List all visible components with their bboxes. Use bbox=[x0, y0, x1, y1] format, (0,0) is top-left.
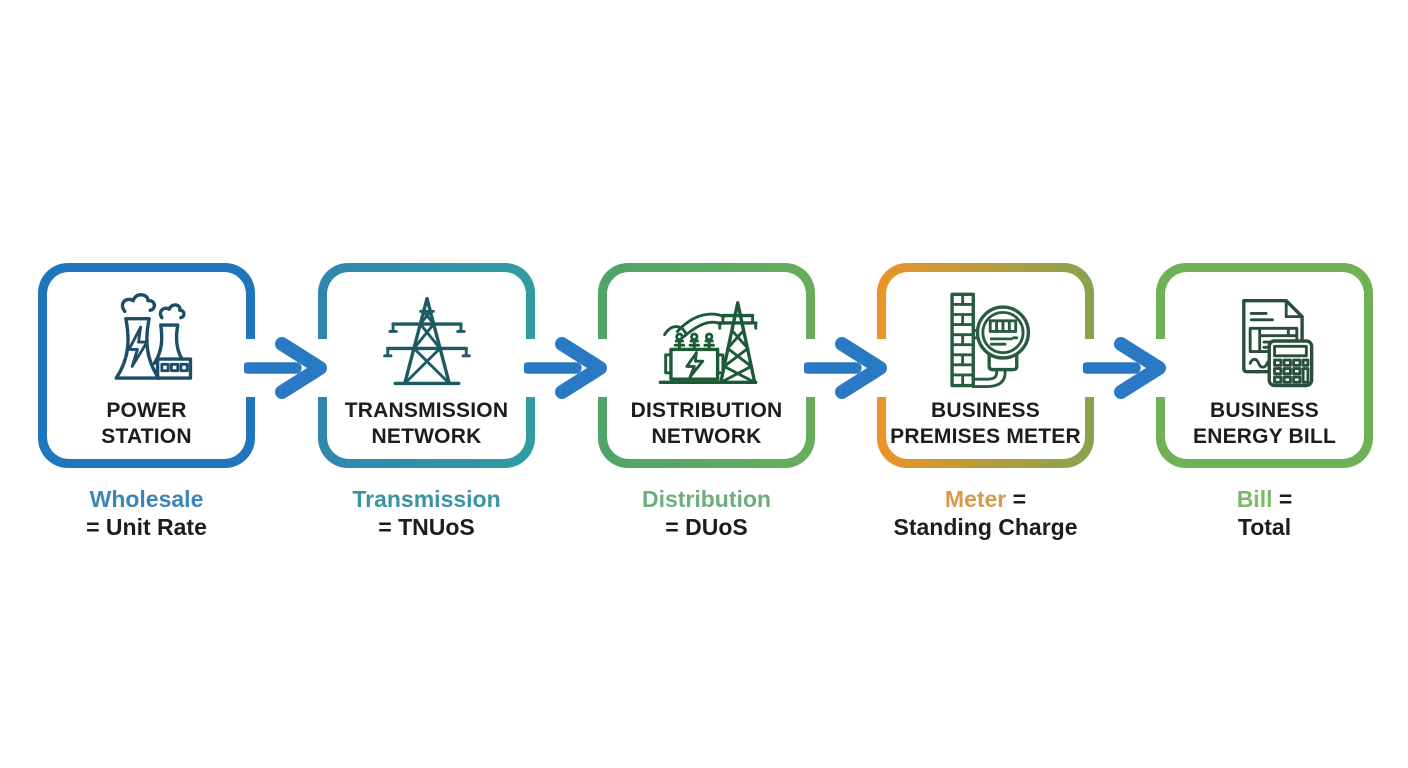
distribution-network-title: DISTRIBUTION NETWORK bbox=[631, 398, 783, 450]
power-station-title: POWER STATION bbox=[101, 398, 191, 450]
title-line-1: BUSINESS bbox=[1210, 399, 1319, 422]
distribution-network-box-inner: DISTRIBUTION NETWORK bbox=[607, 272, 806, 459]
title-line-2: PREMISES METER bbox=[890, 425, 1081, 448]
step-transmission-network: TRANSMISSION NETWORK Transmission = TNUo… bbox=[315, 0, 538, 768]
step-business-premises-meter: BUSINESS PREMISES METER Meter = Standing… bbox=[874, 0, 1097, 768]
transmission-network-caption: Transmission = TNUoS bbox=[277, 485, 577, 541]
power-station-icon bbox=[92, 286, 202, 396]
business-premises-meter-caption: Meter = Standing Charge bbox=[836, 485, 1136, 541]
flow-arrow-3 bbox=[802, 335, 888, 401]
power-station-box-inner: POWER STATION bbox=[47, 272, 246, 459]
caption-line-2: = TNUoS bbox=[378, 514, 475, 540]
step-distribution-network: DISTRIBUTION NETWORK Distribution = DUoS bbox=[595, 0, 818, 768]
flow-arrow-2 bbox=[522, 335, 608, 401]
caption-line-2: = Unit Rate bbox=[86, 514, 207, 540]
caption-line-1: Bill = bbox=[1236, 486, 1293, 512]
title-line-2: ENERGY BILL bbox=[1193, 425, 1336, 448]
caption-line-1: Wholesale bbox=[89, 486, 204, 512]
title-line-1: DISTRIBUTION bbox=[630, 399, 783, 422]
caption-line-2: Standing Charge bbox=[893, 514, 1078, 540]
caption-line-2: Total bbox=[1237, 514, 1292, 540]
distribution-network-icon bbox=[652, 286, 762, 396]
business-energy-bill-box-inner: BUSINESS ENERGY BILL bbox=[1165, 272, 1364, 459]
title-line-2: NETWORK bbox=[651, 425, 762, 448]
transmission-network-box-inner: TRANSMISSION NETWORK bbox=[327, 272, 526, 459]
business-premises-meter-title: BUSINESS PREMISES METER bbox=[890, 398, 1081, 450]
business-energy-bill-box: BUSINESS ENERGY BILL bbox=[1153, 263, 1373, 468]
transmission-network-box: TRANSMISSION NETWORK bbox=[315, 263, 538, 468]
caption-line-1: Transmission bbox=[352, 486, 501, 512]
transmission-network-title: TRANSMISSION NETWORK bbox=[345, 398, 508, 450]
caption-line-1: Meter = bbox=[944, 486, 1027, 512]
flow-arrow-4 bbox=[1081, 335, 1167, 401]
business-energy-bill-title: BUSINESS ENERGY BILL bbox=[1193, 398, 1336, 450]
business-premises-meter-box-inner: BUSINESS PREMISES METER bbox=[886, 272, 1085, 459]
step-power-station: POWER STATION Wholesale = Unit Rate bbox=[38, 0, 258, 768]
electric-meter-icon bbox=[931, 286, 1041, 396]
title-line-2: NETWORK bbox=[371, 425, 482, 448]
caption-line-2: = DUoS bbox=[665, 514, 748, 540]
business-energy-bill-caption: Bill = Total bbox=[1115, 485, 1408, 541]
energy-bill-icon bbox=[1210, 286, 1320, 396]
distribution-network-caption: Distribution = DUoS bbox=[557, 485, 857, 541]
title-line-1: POWER bbox=[106, 399, 187, 422]
distribution-network-box: DISTRIBUTION NETWORK bbox=[595, 263, 818, 468]
power-station-caption: Wholesale = Unit Rate bbox=[0, 485, 297, 541]
power-station-box: POWER STATION bbox=[38, 263, 258, 468]
title-line-1: TRANSMISSION bbox=[344, 399, 509, 422]
caption-line-1: Distribution bbox=[641, 486, 772, 512]
title-line-2: STATION bbox=[101, 425, 192, 448]
title-line-1: BUSINESS bbox=[931, 399, 1040, 422]
flow-arrow-1 bbox=[242, 335, 328, 401]
transmission-tower-icon bbox=[372, 286, 482, 396]
business-premises-meter-box: BUSINESS PREMISES METER bbox=[874, 263, 1097, 468]
step-business-energy-bill: BUSINESS ENERGY BILL Bill = Total bbox=[1153, 0, 1373, 768]
